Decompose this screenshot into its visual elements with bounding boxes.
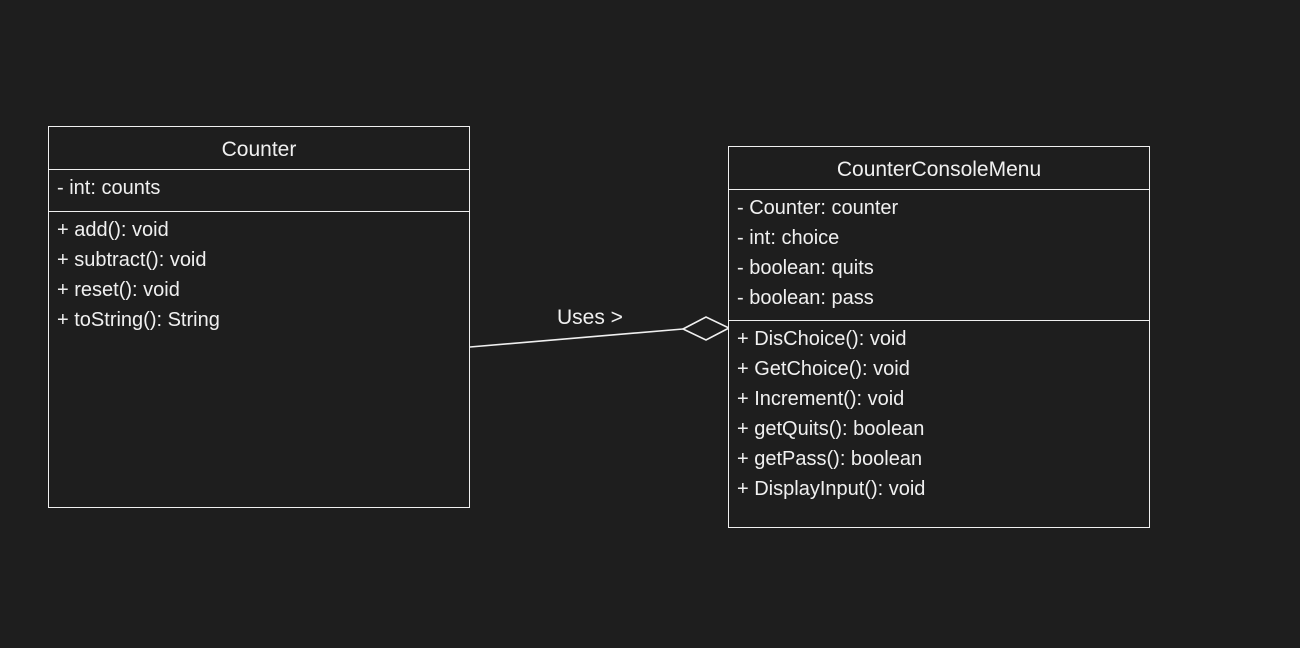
- attribute: - int: counts: [57, 177, 161, 199]
- method: + Increment(): void: [737, 388, 905, 410]
- method: + GetChoice(): void: [737, 358, 910, 380]
- method: + getQuits(): boolean: [737, 418, 925, 440]
- association-label: Uses >: [557, 306, 623, 329]
- aggregation-diamond-icon: [681, 316, 731, 341]
- methods-section-counter: + add(): void + subtract(): void + reset…: [49, 212, 469, 338]
- attribute: - Counter: counter: [737, 197, 899, 219]
- class-name-counter-console-menu: CounterConsoleMenu: [729, 147, 1149, 190]
- attributes-section-counter: - int: counts: [49, 170, 469, 212]
- class-box-counter[interactable]: Counter - int: counts + add(): void + su…: [48, 126, 470, 508]
- class-name-counter: Counter: [49, 127, 469, 170]
- method: + getPass(): boolean: [737, 448, 923, 470]
- method: + DisplayInput(): void: [737, 478, 926, 500]
- method: + subtract(): void: [57, 249, 207, 271]
- method: + reset(): void: [57, 279, 180, 301]
- methods-section-counter-console-menu: + DisChoice(): void + GetChoice(): void …: [729, 321, 1149, 507]
- attribute: - boolean: quits: [737, 257, 874, 279]
- method: + add(): void: [57, 219, 169, 241]
- class-box-counter-console-menu[interactable]: CounterConsoleMenu - Counter: counter - …: [728, 146, 1150, 528]
- method: + toString(): String: [57, 309, 220, 331]
- attribute: - int: choice: [737, 227, 840, 249]
- association-line: [469, 328, 684, 348]
- attributes-section-counter-console-menu: - Counter: counter - int: choice - boole…: [729, 190, 1149, 321]
- attribute: - boolean: pass: [737, 287, 874, 309]
- method: + DisChoice(): void: [737, 328, 907, 350]
